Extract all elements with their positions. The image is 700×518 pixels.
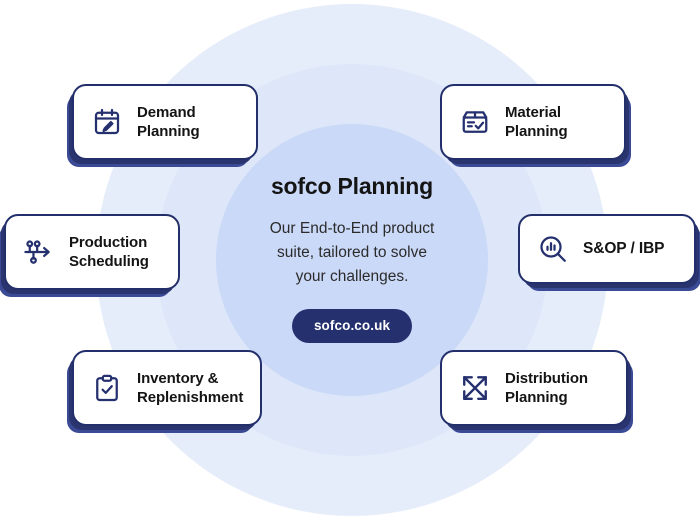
clipboard-check-icon: [90, 371, 124, 405]
website-cta-button[interactable]: sofco.co.uk: [291, 309, 413, 344]
subtitle-line-2: suite, tailored to solve: [277, 244, 427, 262]
card-material-planning[interactable]: Material Planning: [440, 84, 626, 160]
card-label: Distribution Planning: [505, 369, 588, 406]
center-content: sofco Planning Our End-to-End product su…: [190, 173, 514, 344]
workflow-arrow-icon: [22, 235, 56, 269]
card-label: S&OP / IBP: [583, 240, 665, 258]
calendar-pencil-icon: [90, 105, 124, 139]
card-label: Inventory & Replenishment: [137, 369, 244, 406]
card-production-scheduling[interactable]: Production Scheduling: [4, 214, 180, 290]
card-label: Demand Planning: [137, 103, 200, 140]
page-subtitle: Our End-to-End product suite, tailored t…: [190, 217, 514, 289]
box-check-icon: [458, 105, 492, 139]
subtitle-line-1: Our End-to-End product: [269, 220, 435, 238]
card-demand-planning[interactable]: Demand Planning: [72, 84, 258, 160]
subtitle-line-3: your challenges.: [295, 268, 409, 286]
card-distribution-planning[interactable]: Distribution Planning: [440, 350, 628, 426]
card-inventory-replenishment[interactable]: Inventory & Replenishment: [72, 350, 262, 426]
card-sop-ibp[interactable]: S&OP / IBP: [518, 214, 696, 284]
page-title: sofco Planning: [270, 173, 434, 199]
card-label: Material Planning: [505, 103, 568, 140]
expand-arrows-icon: [458, 371, 492, 405]
card-label: Production Scheduling: [69, 233, 149, 270]
magnifier-barchart-icon: [536, 232, 570, 266]
